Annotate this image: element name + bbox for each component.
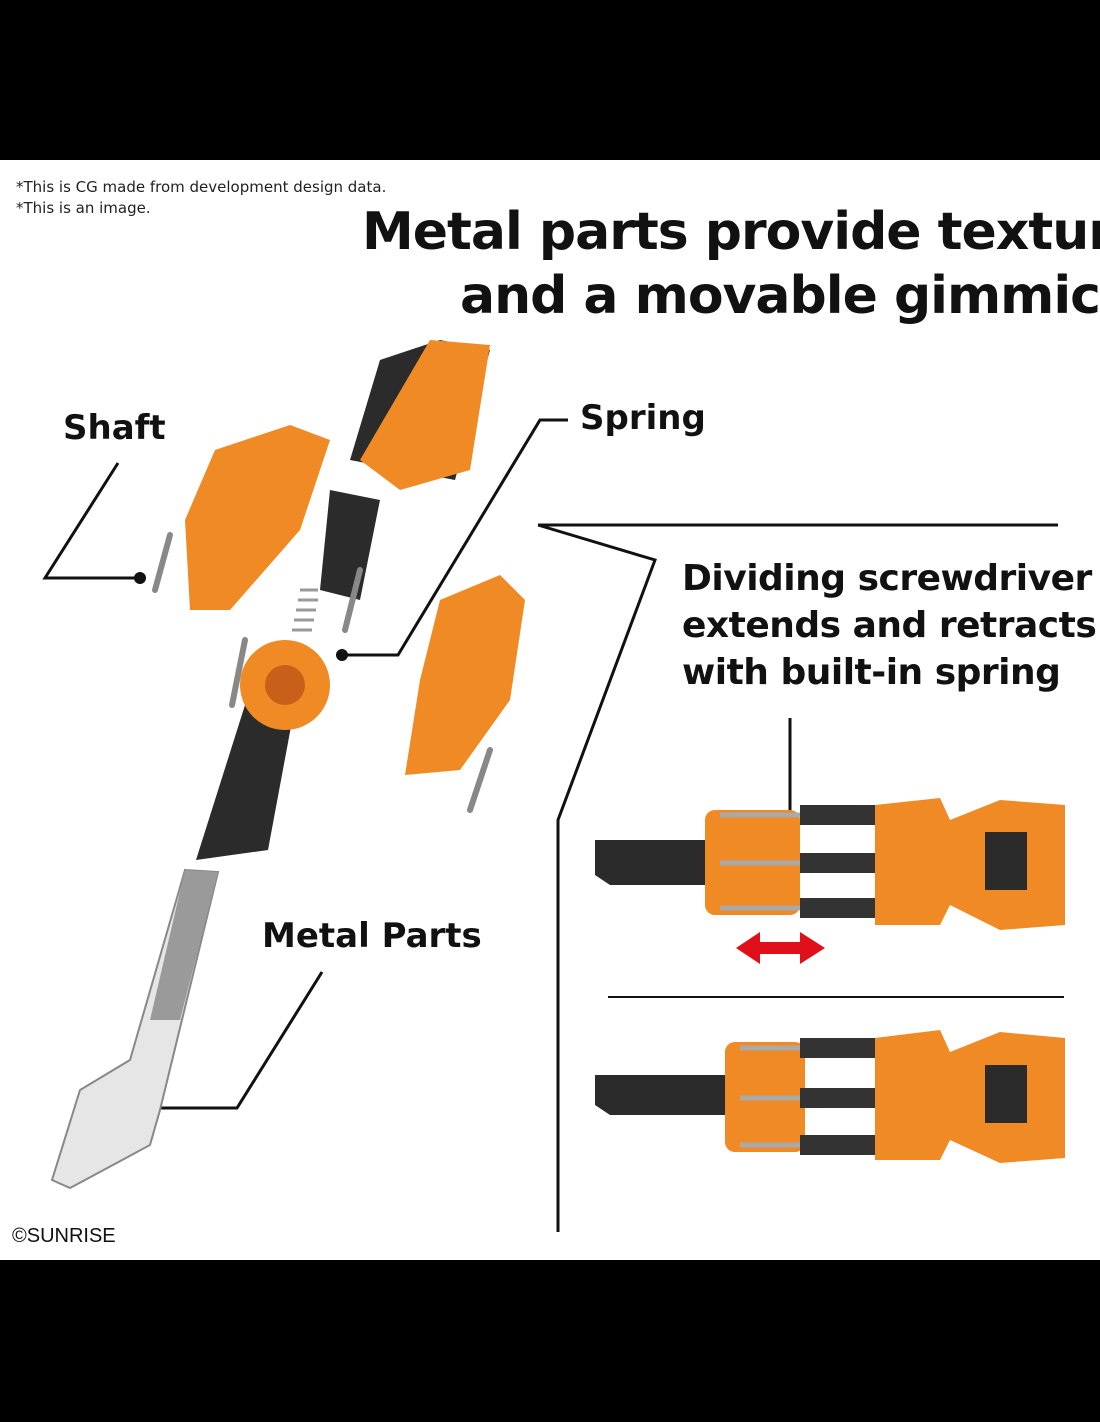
exploded-diagram bbox=[42, 340, 1065, 1232]
disclaimer-image: *This is an image. bbox=[16, 199, 151, 217]
label-shaft: Shaft bbox=[63, 408, 166, 448]
product-illustration: *This is CG made from development design… bbox=[0, 160, 1100, 1260]
description-line-1: Dividing screwdriver bbox=[682, 558, 1092, 599]
label-spring: Spring bbox=[580, 398, 706, 438]
feature-description: Dividing screwdriver extends and retract… bbox=[682, 555, 1097, 696]
label-metal-parts: Metal Parts bbox=[262, 916, 482, 956]
headline-line-1: Metal parts provide texture bbox=[362, 202, 1100, 262]
disclaimer-cg: *This is CG made from development design… bbox=[16, 178, 387, 196]
description-line-2: extends and retracts bbox=[682, 605, 1097, 646]
copyright: ©SUNRISE bbox=[12, 1225, 116, 1247]
description-line-3: with built-in spring bbox=[682, 652, 1061, 693]
mechanism-retracted bbox=[595, 1030, 1065, 1163]
double-arrow-icon bbox=[736, 932, 825, 964]
mechanism-extended bbox=[595, 798, 1065, 930]
headline-line-2: and a movable gimmick bbox=[460, 266, 1100, 326]
